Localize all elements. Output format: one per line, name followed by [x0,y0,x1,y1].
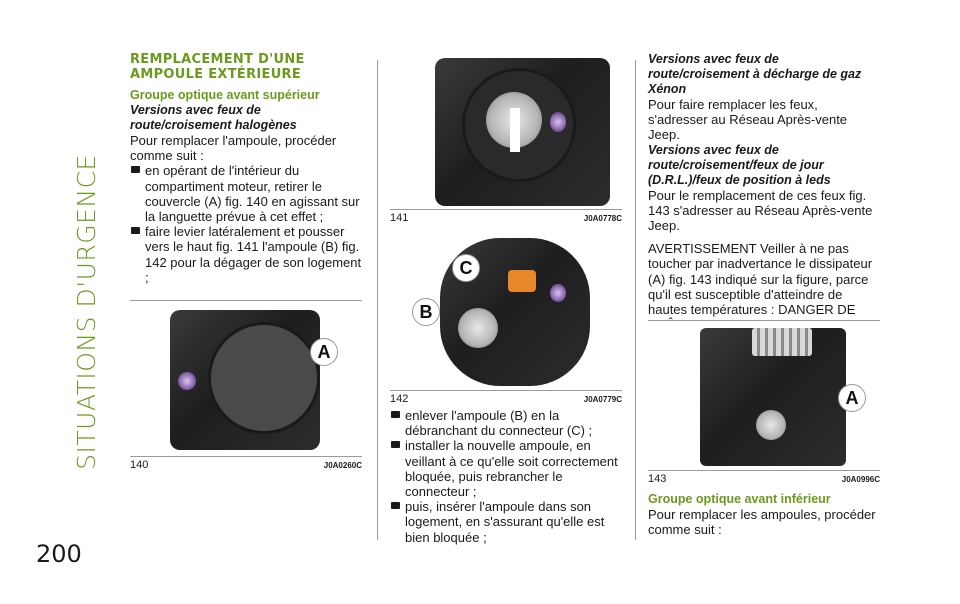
italic-heading-led: Versions avec feux de route/croisement/f… [648,142,831,187]
figure-top-rule [130,300,362,301]
subheading-lower-optic: Groupe optique avant inférieur [648,492,831,506]
figure-bottom-rule [648,470,880,471]
up-arrow-icon [510,108,520,152]
column-divider-1 [377,60,378,540]
purple-led [550,112,566,132]
column-1: REMPLACEMENT D'UNE AMPOULE EXTÉRIEURE Gr… [130,52,362,472]
figure-code: J0A0260C [323,461,362,470]
lamp-cover [208,322,320,434]
subheading-upper-optic: Groupe optique avant supérieur [130,88,320,102]
figure-bottom-rule [130,456,362,457]
callout-a: A [310,338,338,366]
page-number: 200 [36,540,82,568]
italic-heading-xenon: Versions avec feux de route/croisement à… [648,52,862,96]
bullet-item: faire levier latéralement et pousser ver… [130,224,362,285]
col3-bottom: Groupe optique avant inférieur Pour remp… [648,492,880,537]
bullet-item: puis, insérer l'ampoule dans son logemen… [390,499,622,545]
bullet-item: en opérant de l'intérieur du compartimen… [130,163,362,224]
figure-142: C B 142 J0A0779C [390,232,622,405]
figure-number: 142 [390,393,409,405]
bulb [756,410,786,440]
column-3: Versions avec feux de route/croisement à… [648,52,880,537]
figure-top-rule [648,320,880,321]
warning-paragraph: AVERTISSEMENT Veiller à ne pas toucher p… [648,241,873,332]
column-divider-2 [635,60,636,540]
figure-140: A 140 J0A0260C [130,300,362,472]
figure-code: J0A0779C [583,395,622,404]
figure-code: J0A0778C [583,214,622,223]
figure-141: 141 J0A0778C [390,52,622,224]
figure-number: 141 [390,212,409,224]
figure-bottom-rule [390,390,622,391]
section-heading: REMPLACEMENT D'UNE AMPOULE EXTÉRIEURE [130,52,305,82]
bullet-item: installer la nouvelle ampoule, en veilla… [390,438,622,499]
bulb-b [458,308,498,348]
col2-bullets: enlever l'ampoule (B) en la débranchant … [390,408,622,545]
connector [508,270,536,292]
purple-led [178,372,196,390]
figure-143: A 143 J0A0996C [648,320,880,486]
callout-a: A [838,384,866,412]
paragraph: Pour le remplacement de ces feux fig. 14… [648,187,873,234]
figure-number: 143 [648,473,667,485]
bullet-item: enlever l'ampoule (B) en la débranchant … [390,408,622,438]
heat-sink [752,328,812,356]
paragraph: Pour remplacer les ampoules, procéder co… [648,507,876,538]
italic-heading-halogen: Versions avec feux de route/croisement h… [130,103,297,132]
callout-b: B [412,298,440,326]
intro-paragraph: Pour remplacer l'ampoule, procéder comme… [130,133,337,164]
section-side-title-text: SITUATIONS D'URGENCE [72,154,101,470]
figure-code: J0A0996C [841,475,880,484]
paragraph: Pour faire remplacer les feux, s'adresse… [648,97,848,143]
callout-c: C [452,254,480,282]
figure-bottom-rule [390,209,622,210]
figure-number: 140 [130,459,149,471]
purple-led [550,284,566,302]
